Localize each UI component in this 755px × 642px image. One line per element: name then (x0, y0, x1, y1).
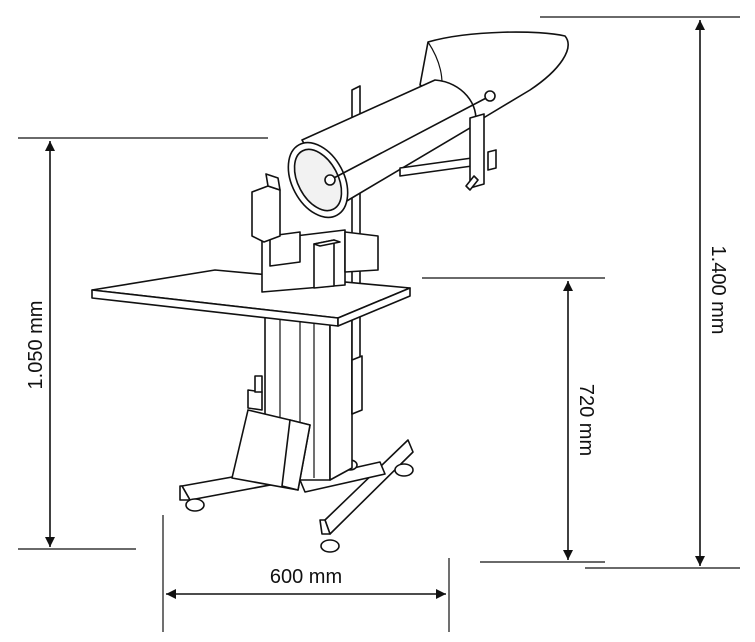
machine-illustration (91, 31, 569, 553)
width-label: 600 mm (270, 566, 342, 588)
wheel (320, 539, 340, 553)
table-height-label: 720 mm (575, 384, 597, 456)
dimension-total-height: 1.400 mm (540, 16, 740, 569)
feeding-tube (287, 31, 569, 219)
wheel (185, 498, 205, 512)
rod-end (484, 90, 496, 102)
dimension-table-height: 720 mm (422, 277, 605, 563)
wheel (394, 463, 414, 477)
dimension-tube-height: 1.050 mm (18, 137, 268, 550)
table-top (91, 269, 411, 327)
dimension-width: 600 mm (162, 515, 450, 632)
rod-end (324, 174, 336, 186)
tube-height-label: 1.050 mm (25, 301, 47, 390)
collection-box (231, 375, 311, 491)
carriage (251, 173, 379, 293)
total-height-label: 1.400 mm (707, 246, 729, 335)
